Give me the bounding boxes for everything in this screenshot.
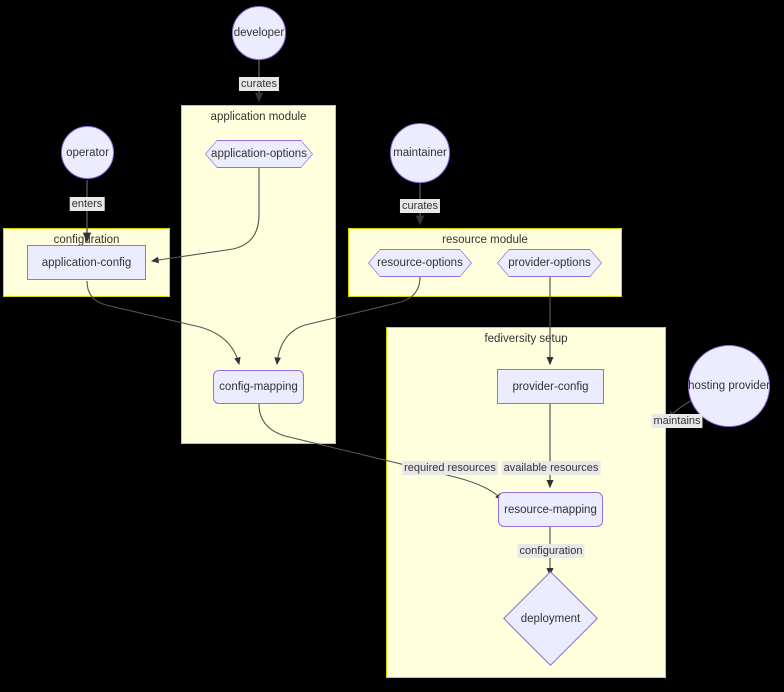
node-resource-options-label: resource-options <box>369 250 471 276</box>
node-config-mapping[interactable]: config-mapping <box>213 370 304 404</box>
edge-label-curates-developer: curates <box>238 77 280 91</box>
edge-label-available-resources: available resources <box>501 461 601 475</box>
edge-label-maintains: maintains <box>651 414 703 428</box>
node-resource-options[interactable]: resource-options <box>368 249 472 277</box>
edge-label-enters: enters <box>69 197 105 211</box>
subgraph-application-module-title: application module <box>210 111 307 123</box>
node-provider-config[interactable]: provider-config <box>497 369 604 404</box>
node-application-options-label: application-options <box>206 141 312 167</box>
node-operator[interactable]: operator <box>61 126 114 179</box>
node-application-config[interactable]: application-config <box>27 245 146 280</box>
node-maintainer[interactable]: maintainer <box>390 123 450 183</box>
node-hosting-provider[interactable]: hosting provider <box>688 345 770 427</box>
node-developer[interactable]: developer <box>232 6 286 60</box>
edge-label-configuration: configuration <box>517 544 585 558</box>
node-provider-options-label: provider-options <box>498 250 601 276</box>
node-application-options[interactable]: application-options <box>205 140 313 168</box>
edge-label-required-resources: required resources <box>402 461 498 475</box>
subgraph-fediversity-setup-title: fediversity setup <box>484 333 568 345</box>
node-provider-options[interactable]: provider-options <box>497 249 602 277</box>
edge-label-curates-maintainer: curates <box>399 199 441 213</box>
subgraph-resource-module-title: resource module <box>442 234 528 246</box>
node-resource-mapping[interactable]: resource-mapping <box>498 492 603 527</box>
